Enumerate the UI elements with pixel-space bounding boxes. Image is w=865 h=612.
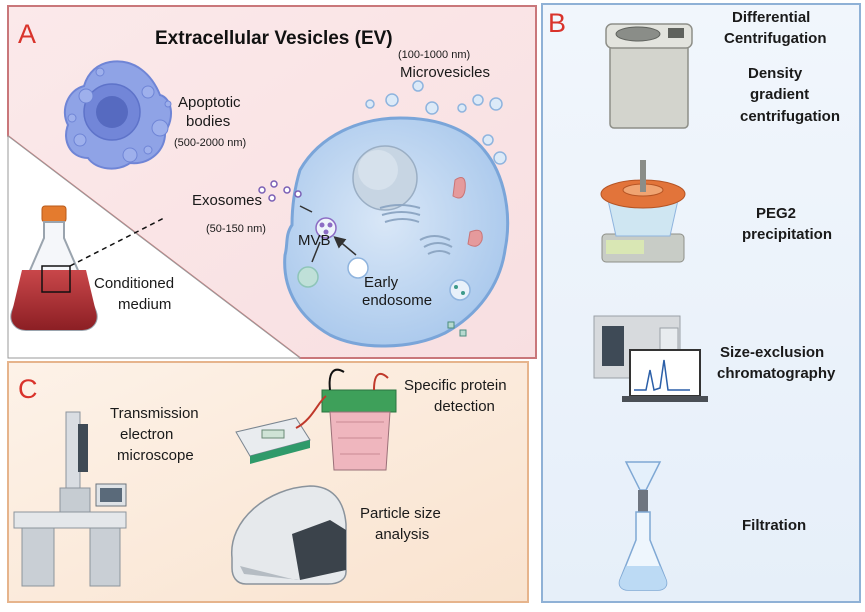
tem-line2: electron xyxy=(120,426,173,443)
method-4-line2: chromatography xyxy=(717,365,836,382)
panel-a-title: Extracellular Vesicles (EV) xyxy=(155,28,393,49)
cell-illustration xyxy=(283,116,510,348)
mvb-label: MVB xyxy=(298,232,331,249)
tem-line1: Transmission xyxy=(110,405,199,422)
particle-line2: analysis xyxy=(375,526,429,543)
panel-c-letter: C xyxy=(18,374,38,404)
method-1-line1: Differential xyxy=(732,9,810,26)
exosomes-size: (50-150 nm) xyxy=(206,223,266,235)
exosome-dots-bottom xyxy=(447,321,467,337)
chromatography-illustration xyxy=(593,315,708,402)
microvesicles-label: Microvesicles xyxy=(400,64,490,81)
tem-line3: microscope xyxy=(117,447,194,464)
panel-b: B Differential Centrifugation Density gr… xyxy=(541,3,861,603)
apoptotic-label-line2: bodies xyxy=(186,113,230,130)
protein-line1: Specific protein xyxy=(404,377,507,394)
early-endosome-line1: Early xyxy=(364,274,399,291)
method-3-line1: PEG2 xyxy=(756,205,796,222)
method-3-line2: precipitation xyxy=(742,226,832,243)
panel-a-letter: A xyxy=(18,19,36,49)
western-blot-illustration xyxy=(235,368,397,471)
particle-line1: Particle size xyxy=(360,505,441,522)
particle-analyzer-illustration xyxy=(231,485,347,585)
method-4-line1: Size-exclusion xyxy=(720,344,824,361)
method-2-line3: centrifugation xyxy=(740,108,840,125)
microvesicles-size: (100-1000 nm) xyxy=(398,49,470,61)
method-5-line1: Filtration xyxy=(742,517,806,534)
panel-c: C Transmission electron microscope xyxy=(7,361,529,603)
panel-b-background xyxy=(541,3,861,603)
apoptotic-size: (500-2000 nm) xyxy=(174,137,246,149)
centrifuge-illustration xyxy=(605,23,693,129)
method-2-line2: gradient xyxy=(750,86,809,103)
method-2-line1: Density xyxy=(748,65,803,82)
conditioned-medium-line1: Conditioned xyxy=(94,275,174,292)
apoptotic-label-line1: Apoptotic xyxy=(178,94,241,111)
rotor-illustration xyxy=(600,160,686,263)
exosomes-label: Exosomes xyxy=(192,192,262,209)
flask-illustration xyxy=(10,205,167,331)
protein-line2: detection xyxy=(434,398,495,415)
panel-b-letter: B xyxy=(548,8,566,38)
panel-a: A Extracellular Vesicles (EV) Apoptotic … xyxy=(7,5,537,359)
exosome-dots xyxy=(258,180,302,202)
method-1-line2: Centrifugation xyxy=(724,30,827,47)
filtration-illustration xyxy=(618,461,668,591)
apoptotic-body-illustration xyxy=(63,60,172,170)
early-endosome-line2: endosome xyxy=(362,292,432,309)
microvesicles-illustration xyxy=(365,80,507,165)
tem-illustration xyxy=(13,411,127,587)
conditioned-medium-line2: medium xyxy=(118,296,171,313)
